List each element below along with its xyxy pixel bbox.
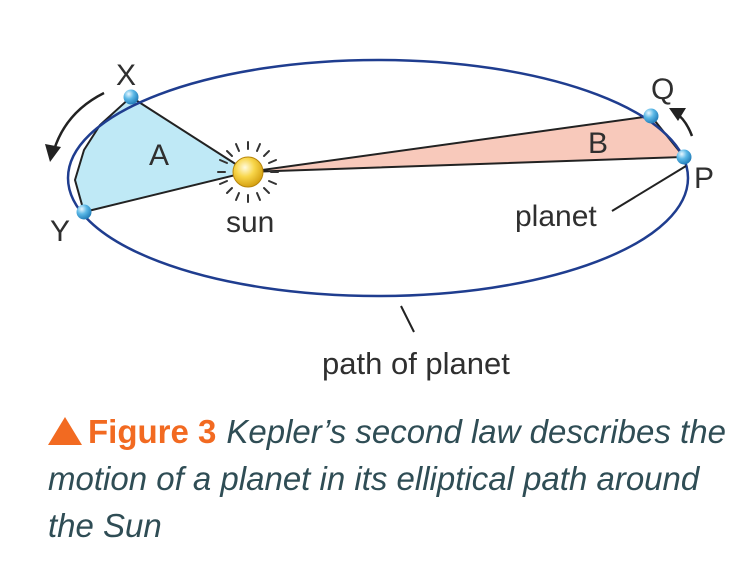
- planet-label: planet: [515, 200, 597, 233]
- orbit-ellipse: [66, 58, 690, 298]
- point-label-y: Y: [50, 215, 70, 248]
- kepler-orbit-diagram: X Y Q P A B sun planet path of planet: [45, 58, 714, 381]
- area-label-a: A: [149, 139, 169, 172]
- figure-label: Figure 3: [88, 413, 217, 450]
- motion-arrow-right: [669, 108, 694, 137]
- sun-rays: [217, 141, 279, 203]
- planet-position-q: [643, 108, 659, 124]
- planet-position-x: [123, 89, 139, 105]
- area-b-sector: [247, 114, 687, 173]
- triangle-icon: [48, 417, 82, 445]
- area-label-b: B: [588, 127, 608, 160]
- orbit-label: path of planet: [322, 346, 510, 381]
- motion-arrow-left: [45, 91, 105, 162]
- point-label-x: X: [116, 59, 136, 92]
- planet-position-y: [76, 204, 92, 220]
- planet-leader-line: [611, 165, 687, 212]
- sun-circle: [232, 156, 264, 188]
- planet-position-p: [676, 149, 692, 165]
- caption-text: Kepler’s second law describes the motion…: [48, 413, 726, 544]
- point-label-q: Q: [651, 73, 674, 106]
- sun-label: sun: [226, 206, 274, 239]
- orbit-leader-line: [400, 305, 415, 333]
- point-label-p: P: [694, 162, 714, 195]
